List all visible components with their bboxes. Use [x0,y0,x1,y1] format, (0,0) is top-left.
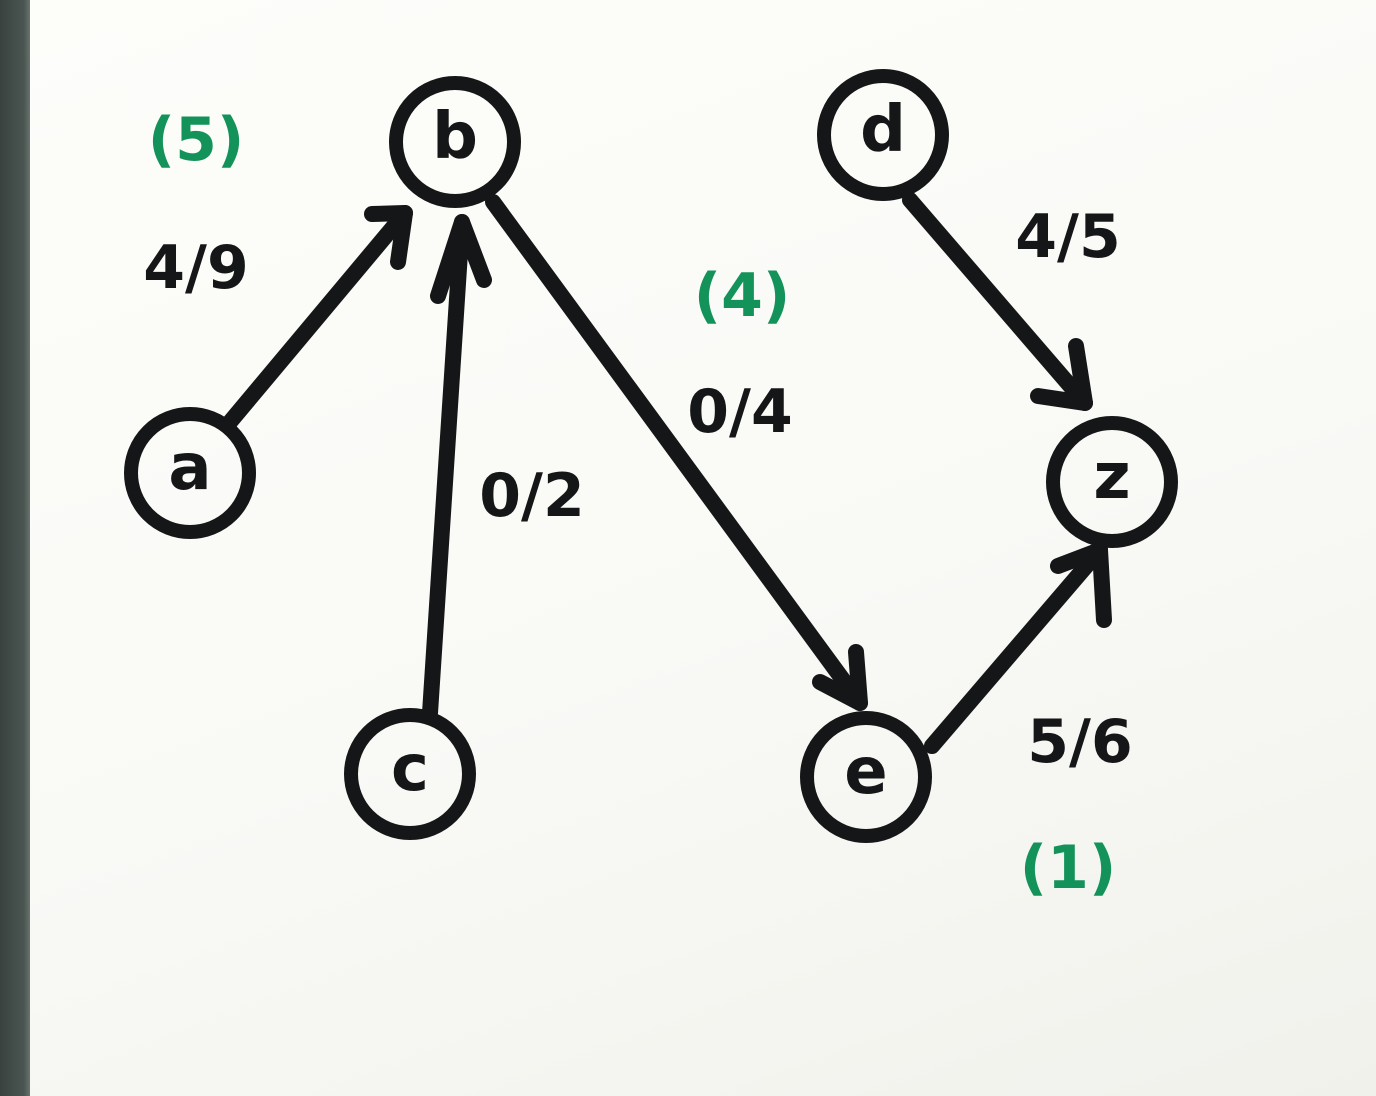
edge-c-b-label: 0/2 [479,461,584,531]
background-edge [0,0,34,1096]
node-e-label: e [844,735,887,809]
edge-e-z [924,542,1112,754]
node-a: a [124,407,256,539]
edge-b-e [485,194,868,711]
node-e: e [800,711,932,843]
node-d-label: d [860,93,906,167]
node-b-label: b [432,100,478,174]
node-a-label: a [168,431,211,505]
edge-a-b-label: 4/9 [143,233,248,303]
edge-b-e-label: 0/4 [687,377,792,447]
edge-a-b-residual: (5) [148,105,245,175]
whiteboard-paper [30,0,1376,1096]
node-c-label: c [391,732,429,806]
edge-e-z-residual: (1) [1020,833,1117,903]
node-z: z [1046,416,1178,548]
edge-d-z [902,192,1093,411]
node-z-label: z [1093,440,1130,514]
edge-a-b [222,205,413,430]
node-c: c [344,708,476,840]
edge-e-z-label: 5/6 [1027,707,1132,777]
node-b: b [389,76,521,208]
edge-d-z-label: 4/5 [1015,202,1120,272]
edge-b-e-residual: (4) [694,261,791,331]
node-d: d [817,69,949,201]
edge-c-b [422,214,492,721]
